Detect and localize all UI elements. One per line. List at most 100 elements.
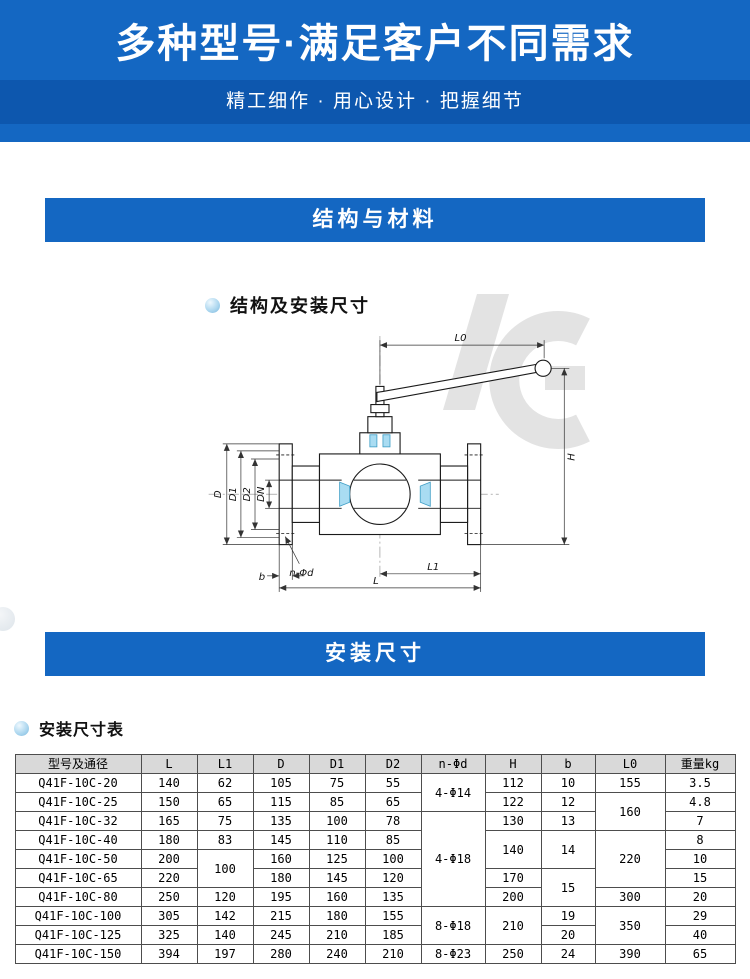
table-cell: 55 — [364, 773, 422, 793]
column-header: b — [540, 754, 596, 774]
table-cell: 245 — [252, 925, 310, 945]
table-cell: 180 — [308, 906, 366, 926]
sphere-bullet-icon — [14, 720, 29, 736]
table-cell: 240 — [308, 944, 366, 964]
table-cell: 15 — [664, 868, 736, 888]
table-cell: 210 — [308, 925, 366, 945]
table-cell: 170 — [484, 868, 542, 888]
table-cell: 390 — [594, 944, 666, 964]
table-cell: 115 — [252, 792, 310, 812]
table-cell: 65 — [196, 792, 254, 812]
table-cell: 4-Φ18 — [420, 811, 486, 907]
column-header: L1 — [196, 754, 254, 774]
table-cell: 140 — [196, 925, 254, 945]
decorative-dot — [0, 607, 15, 631]
table-cell: 100 — [364, 849, 422, 869]
label-l: L — [373, 576, 379, 587]
section-bar-installation-dimensions: 安装尺寸 — [45, 632, 705, 676]
table-cell: 40 — [664, 925, 736, 945]
label-d: D — [213, 490, 224, 498]
table-cell: 112 — [484, 773, 542, 793]
stem-packing-right — [382, 434, 391, 448]
table-cell: 7 — [664, 811, 736, 831]
table-cell: Q41F-10C-150 — [14, 944, 142, 964]
table-cell: 150 — [140, 792, 198, 812]
label-n-phi-d: n-Φd — [289, 568, 314, 579]
valve-handle — [376, 359, 552, 403]
table-cell: 75 — [196, 811, 254, 831]
table-cell: Q41F-10C-20 — [14, 773, 142, 793]
section-bar-structure-materials: 结构与材料 — [45, 198, 705, 242]
table-cell: 65 — [364, 792, 422, 812]
table-cell: 135 — [252, 811, 310, 831]
table-cell: 24 — [540, 944, 596, 964]
table-cell: 85 — [364, 830, 422, 850]
table-cell: Q41F-10C-65 — [14, 868, 142, 888]
label-d2: D2 — [242, 487, 253, 501]
table-cell: 135 — [364, 887, 422, 907]
column-header: 重量kg — [664, 754, 736, 774]
column-header: D2 — [364, 754, 422, 774]
table-cell: 3.5 — [664, 773, 736, 793]
table-cell: 200 — [140, 849, 198, 869]
label-b: b — [259, 572, 265, 583]
column-header: D — [252, 754, 310, 774]
table-cell: Q41F-10C-32 — [14, 811, 142, 831]
table-cell: 140 — [140, 773, 198, 793]
table-cell: 160 — [594, 792, 666, 831]
dimension-lines: L0 H D D1 D2 — [213, 333, 577, 592]
table-cell: 145 — [308, 868, 366, 888]
label-l0: L0 — [455, 333, 467, 344]
seat-ring-left — [339, 481, 351, 507]
table-cell: 100 — [196, 849, 254, 888]
table-cell: 110 — [308, 830, 366, 850]
table-cell: 8-Φ23 — [420, 944, 486, 964]
table-cell: 300 — [594, 887, 666, 907]
table-cell: Q41F-10C-40 — [14, 830, 142, 850]
table-cell: 325 — [140, 925, 198, 945]
table-cell: 197 — [196, 944, 254, 964]
table-cell: 142 — [196, 906, 254, 926]
table-cell: 85 — [308, 792, 366, 812]
table-cell: 120 — [364, 868, 422, 888]
table-cell: 125 — [308, 849, 366, 869]
column-header: L0 — [594, 754, 666, 774]
table-cell: 185 — [364, 925, 422, 945]
table-cell: 83 — [196, 830, 254, 850]
table-cell: 120 — [196, 887, 254, 907]
table-cell: 210 — [484, 906, 542, 945]
label-dn: DN — [256, 486, 267, 502]
stem-packing-left — [369, 434, 378, 448]
table-cell: Q41F-10C-50 — [14, 849, 142, 869]
table-cell: 65 — [664, 944, 736, 964]
table-cell: 280 — [252, 944, 310, 964]
table-cell: Q41F-10C-100 — [14, 906, 142, 926]
table-cell: 180 — [140, 830, 198, 850]
column-header: 型号及通径 — [14, 754, 142, 774]
column-header: n-Φd — [420, 754, 486, 774]
table-cell: 350 — [594, 906, 666, 945]
table-cell: 140 — [484, 830, 542, 869]
banner-title: 多种型号·满足客户不同需求 — [115, 22, 635, 66]
table-cell: 145 — [252, 830, 310, 850]
label-d1: D1 — [228, 487, 239, 501]
sphere-bullet-icon — [205, 297, 220, 313]
table-cell: 165 — [140, 811, 198, 831]
table-caption: 安装尺寸表 — [39, 722, 125, 739]
seat-ring-right — [419, 481, 431, 507]
table-cell: 29 — [664, 906, 736, 926]
table-cell: 250 — [140, 887, 198, 907]
table-cell: 75 — [308, 773, 366, 793]
table-cell: 122 — [484, 792, 542, 812]
table-cell: 15 — [540, 868, 596, 907]
table-cell: 10 — [540, 773, 596, 793]
